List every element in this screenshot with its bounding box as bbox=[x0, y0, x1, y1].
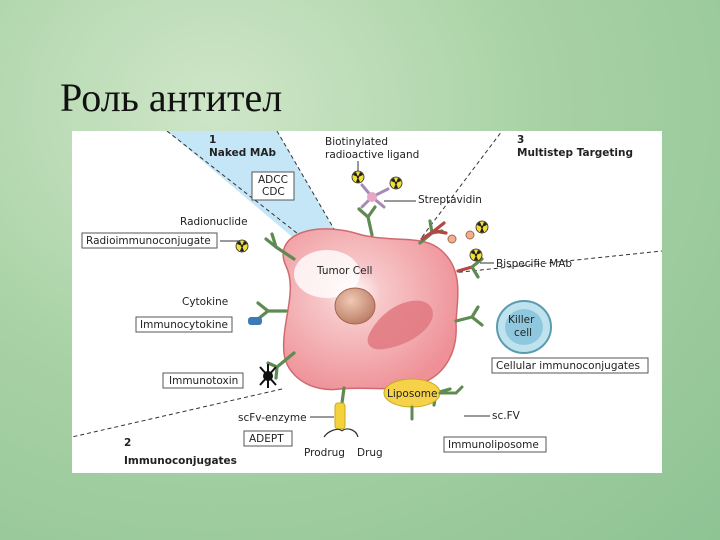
radiation-icon bbox=[235, 239, 249, 253]
section-3-number: 3 bbox=[517, 134, 524, 146]
bispecific-mab bbox=[420, 221, 484, 279]
streptavidin-label: Streptavidin bbox=[418, 194, 482, 206]
adept-label: ADEPT bbox=[249, 433, 284, 445]
immunoliposome-box bbox=[443, 436, 547, 453]
scfv-marker bbox=[410, 385, 464, 421]
naked-mab-region bbox=[167, 131, 334, 241]
adcc-label: ADCC bbox=[258, 174, 288, 186]
divider-line bbox=[451, 250, 662, 274]
radiation-icon bbox=[469, 248, 483, 262]
section-1-title: Naked MAb bbox=[209, 147, 276, 159]
divider-line bbox=[72, 388, 283, 438]
cytokine-shape bbox=[248, 317, 262, 325]
bispecific-label: Bispecific MAb bbox=[496, 258, 572, 270]
scfv-enzyme-shape bbox=[334, 402, 346, 430]
slide-title: Роль антител bbox=[60, 75, 283, 120]
scfv-enzyme-label: scFv-enzyme bbox=[238, 412, 307, 424]
immunotoxin-box bbox=[162, 372, 244, 389]
killer-cell-nucleus bbox=[505, 309, 543, 345]
immunocytokine-box bbox=[135, 316, 233, 333]
cell-nucleus bbox=[334, 287, 376, 325]
cell-highlight bbox=[294, 250, 360, 298]
scfv-label: sc.FV bbox=[492, 410, 521, 422]
cellular-label: Cellular immunoconjugates bbox=[496, 360, 640, 372]
killer-cell-label-2: cell bbox=[514, 327, 532, 339]
radiation-icon bbox=[389, 176, 403, 190]
cell-organelle bbox=[367, 300, 433, 350]
section-2-number: 2 bbox=[124, 437, 131, 449]
adcc-cdc-box bbox=[251, 171, 295, 201]
antibody-roles-diagram: Tumor Cell ADCC CDC 1 Naked MAb 3 Multis… bbox=[72, 131, 662, 473]
adept-box bbox=[243, 430, 293, 447]
streptavidin-shape bbox=[360, 183, 390, 209]
cytokine-label: Cytokine bbox=[182, 296, 228, 308]
toxin-icon bbox=[259, 364, 277, 388]
drug-label: Drug bbox=[357, 447, 383, 459]
bispecific-bead bbox=[465, 230, 475, 240]
radioimmunoconjugate-label: Radioimmunoconjugate bbox=[86, 235, 211, 247]
radiation-icon bbox=[351, 170, 365, 184]
divider-line bbox=[166, 131, 308, 242]
section-1-number: 1 bbox=[209, 134, 216, 146]
divider-line bbox=[276, 131, 335, 230]
divider-line bbox=[421, 131, 503, 238]
immunotoxin-label: Immunotoxin bbox=[169, 375, 238, 387]
tumor-cell-label: Tumor Cell bbox=[316, 265, 372, 277]
bispecific-bead bbox=[447, 234, 457, 244]
section-2-title: Immunoconjugates bbox=[124, 455, 237, 467]
cellular-box bbox=[491, 357, 649, 374]
cdc-label: CDC bbox=[262, 186, 285, 198]
biotinylated-label-2: radioactive ligand bbox=[325, 149, 419, 161]
radionuclide-label: Radionuclide bbox=[180, 216, 248, 228]
prodrug-label: Prodrug bbox=[304, 447, 345, 459]
liposome-label: Liposome bbox=[387, 388, 437, 400]
section-3-title: Multistep Targeting bbox=[517, 147, 633, 159]
radiation-icon bbox=[475, 220, 489, 234]
immunocytokine-label: Immunocytokine bbox=[140, 319, 228, 331]
immunoliposome-label: Immunoliposome bbox=[448, 439, 539, 451]
killer-cell-label: Killer bbox=[508, 314, 535, 326]
biotinylated-label: Biotinylated bbox=[325, 136, 388, 148]
prodrug-arrow bbox=[323, 428, 359, 438]
radioimmunoconjugate-box bbox=[81, 232, 218, 249]
